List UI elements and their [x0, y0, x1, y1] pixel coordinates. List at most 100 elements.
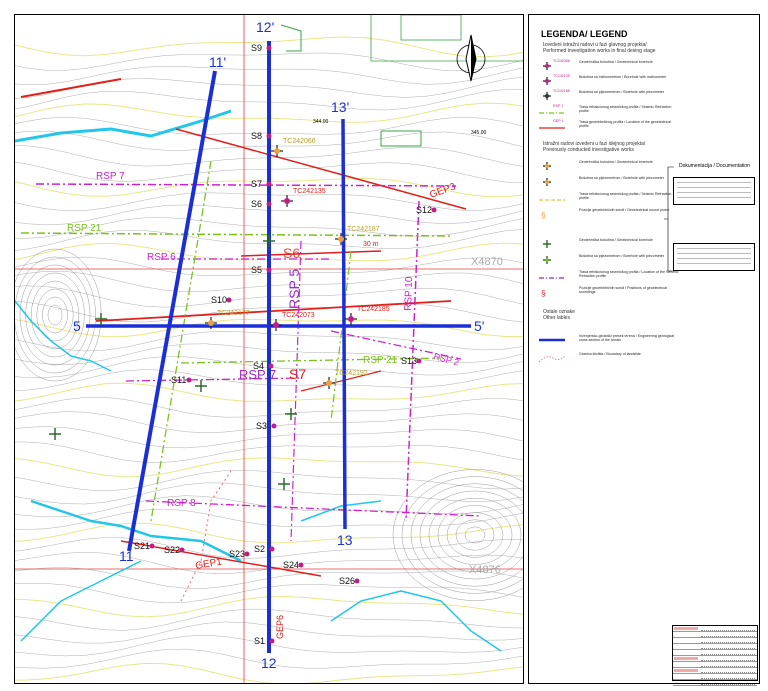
gep-label: GEP1	[195, 556, 224, 572]
refraction-line	[150, 160, 212, 522]
legend-item-text: Trasa refrakcionog seizmičkog profila / …	[579, 105, 672, 114]
sonde-label: S12	[416, 205, 432, 215]
legend-panel: LEGENDA/ LEGEND Izvedeni istražni radovi…	[528, 14, 760, 686]
sonde-point	[431, 207, 437, 213]
contour-line	[15, 331, 523, 352]
contour-loop	[15, 256, 96, 374]
borehole-label: TC242187	[347, 226, 380, 233]
contour-line	[15, 52, 523, 71]
legend-row: Trasa geoelektričnog profila / Location …	[539, 119, 679, 131]
borehole-symbol	[274, 148, 280, 154]
legend-other-title: Ostale oznake	[543, 309, 575, 315]
sonde-label: S13	[401, 356, 417, 366]
sonde-label: S26	[339, 576, 355, 586]
rsp-label: RSP 5	[286, 269, 302, 309]
legend-item-text: Granica klizišta / Boundary of landslide	[579, 352, 641, 356]
contour-line	[15, 608, 523, 631]
contour-line	[15, 648, 523, 669]
documentation-title: Dokumentacija / Documentation	[679, 163, 750, 169]
borehole-label: TC242073	[282, 312, 315, 319]
profile-label: 11'	[209, 54, 226, 70]
sonde-label: S11	[171, 375, 186, 385]
old-borehole-icon	[539, 159, 567, 171]
sonde-label: S3	[256, 421, 267, 431]
borehole-symbol	[348, 316, 354, 322]
sonde-label: S1	[254, 636, 265, 646]
contour-line	[15, 130, 523, 151]
river	[30, 499, 242, 563]
contour-line	[15, 469, 523, 492]
contour-line	[15, 89, 523, 111]
contour-line	[15, 621, 523, 644]
sonde-point	[268, 363, 274, 369]
title-block-row	[673, 632, 757, 638]
profile-label: 5	[73, 318, 81, 334]
contour-loop	[30, 280, 80, 350]
contour-line	[15, 177, 523, 198]
contour-line	[15, 426, 523, 449]
contour-line	[15, 595, 523, 618]
contour-loop	[428, 497, 522, 573]
profile-label: 13'	[331, 99, 349, 115]
refraction-line	[330, 330, 462, 360]
contour-line	[15, 356, 523, 378]
contour-line	[15, 301, 523, 323]
contour-line	[15, 204, 523, 226]
legend-row: Bušotina sa pijezometrom / Borehole with…	[539, 175, 679, 187]
legend-section2-title: Istražni radovi izvedeni u fazi idejnog …	[543, 141, 646, 147]
legend-row: Geotehnička bušotina / Geotechnical bore…	[539, 237, 679, 249]
borehole-label: TC242177	[217, 310, 250, 317]
legend-row: §Pozicije geoelektričnih sondi / Positio…	[539, 285, 679, 298]
legend-item-text: Inženjersko-geološki presek terena / Eng…	[579, 334, 675, 343]
contour-line	[15, 522, 523, 544]
river	[15, 109, 232, 143]
refraction-line	[20, 232, 452, 237]
sonde-point	[149, 543, 155, 549]
sonde-point	[271, 423, 277, 429]
contour-loop	[464, 526, 486, 544]
legend-section2-subtitle: Previously conducted investigative works	[543, 147, 634, 153]
legend-row: Bušotina sa inklinometrom / Borehole wit…	[539, 74, 679, 86]
river	[300, 500, 382, 522]
sonde-point	[269, 546, 275, 552]
elevation-label: 344.00	[313, 119, 329, 125]
landslide-boundary	[180, 470, 232, 602]
legend-row: Bušotina sa pijezometrom / Borehole with…	[539, 253, 679, 265]
old-piezometer-icon	[539, 175, 567, 187]
legend-item-tag: TC242066	[553, 59, 570, 63]
title-block-row	[673, 644, 757, 650]
borehole-symbol	[326, 380, 332, 386]
rsp-label: RSP 8	[167, 498, 196, 509]
geoelectric-line	[95, 300, 452, 322]
profile-label: 11	[119, 548, 134, 564]
refraction-line	[290, 240, 302, 542]
sonde-point	[416, 358, 422, 364]
legend-item-text: Bušotina sa pijezometrom / Borehole with…	[579, 254, 664, 258]
grid-label: X4870	[471, 256, 503, 268]
rsp-label: RSP 7	[96, 171, 125, 182]
contour-line	[15, 482, 523, 505]
geoelectric-line	[300, 370, 382, 392]
borehole-symbol	[284, 198, 290, 204]
sonde-label: S24	[283, 560, 299, 570]
refraction-line	[145, 500, 482, 517]
legend-item-text: Pozicije geoelektričnih sondi / Position…	[579, 286, 667, 295]
legend-row: Trasa refrakcionog seizmičkog profila / …	[539, 269, 679, 281]
contour-loop	[36, 288, 74, 342]
sonde-point	[266, 133, 272, 139]
contour-line	[15, 285, 523, 308]
contour-loop	[19, 264, 91, 366]
sonde-label: S5	[251, 265, 262, 275]
contour-loop	[446, 512, 504, 558]
sonde-point	[266, 267, 272, 273]
contour-loop	[455, 519, 495, 551]
legend-row: Trasa refrakcionog seizmičkog profila / …	[539, 104, 679, 116]
geoelectric-line	[175, 128, 467, 210]
geoelectric-line	[240, 250, 382, 257]
sondage-label: S6	[283, 245, 300, 261]
contour-line	[15, 192, 523, 211]
legend-title: LEGENDA/ LEGEND	[541, 29, 628, 39]
refraction-line	[125, 377, 302, 382]
